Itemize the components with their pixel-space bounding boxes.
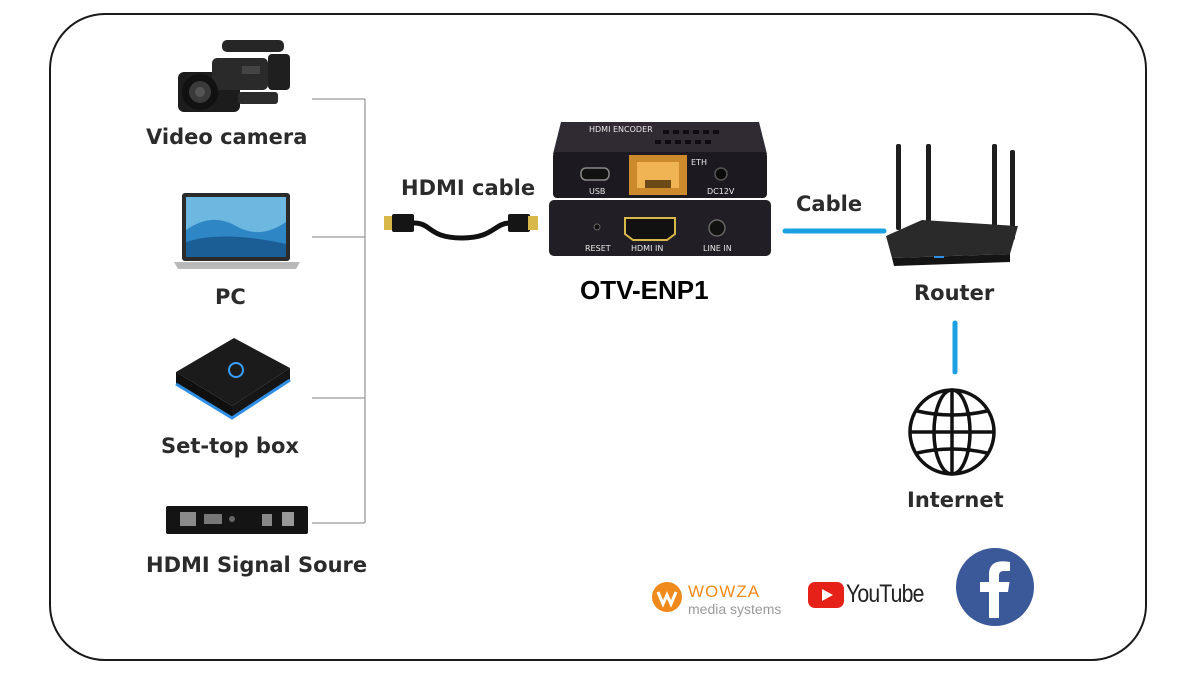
globe-icon bbox=[905, 385, 999, 479]
router-icon bbox=[882, 140, 1022, 270]
pc-label: PC bbox=[215, 285, 246, 309]
wowza-subtitle: media systems bbox=[688, 601, 781, 617]
wowza-logo bbox=[650, 580, 684, 614]
set-top-box-label: Set-top box bbox=[161, 434, 299, 458]
wowza-name: WOWZA bbox=[688, 582, 760, 602]
cable-label: Cable bbox=[796, 192, 862, 216]
facebook-logo bbox=[956, 548, 1034, 626]
device-top-title: HDMI ENCODER bbox=[589, 125, 653, 134]
device-model-label: OTV-ENP1 bbox=[580, 275, 709, 306]
hdmi-cable-label: HDMI cable bbox=[401, 176, 535, 200]
port-dc-label: DC12V bbox=[707, 187, 735, 196]
hdmi-source-icon bbox=[166, 504, 310, 536]
router-label: Router bbox=[914, 281, 994, 305]
port-line-in-label: LINE IN bbox=[703, 244, 732, 253]
youtube-logo-text: YouTube bbox=[846, 580, 924, 609]
encoder-device-icon: HDMI ENCODER USB ETH DC12V RESET HDMI IN… bbox=[545, 118, 775, 264]
video-camera-icon bbox=[172, 36, 294, 116]
port-reset-label: RESET bbox=[585, 244, 611, 253]
port-usb-label: USB bbox=[589, 187, 605, 196]
set-top-box-icon bbox=[172, 328, 294, 422]
video-camera-label: Video camera bbox=[146, 125, 307, 149]
laptop-icon bbox=[172, 192, 302, 270]
youtube-play-icon bbox=[808, 582, 844, 608]
internet-label: Internet bbox=[907, 488, 1004, 512]
port-hdmi-in-label: HDMI IN bbox=[631, 244, 663, 253]
hdmi-cable-icon bbox=[382, 208, 542, 244]
port-eth-label: ETH bbox=[691, 158, 707, 167]
hdmi-source-label: HDMI Signal Soure bbox=[146, 553, 367, 577]
